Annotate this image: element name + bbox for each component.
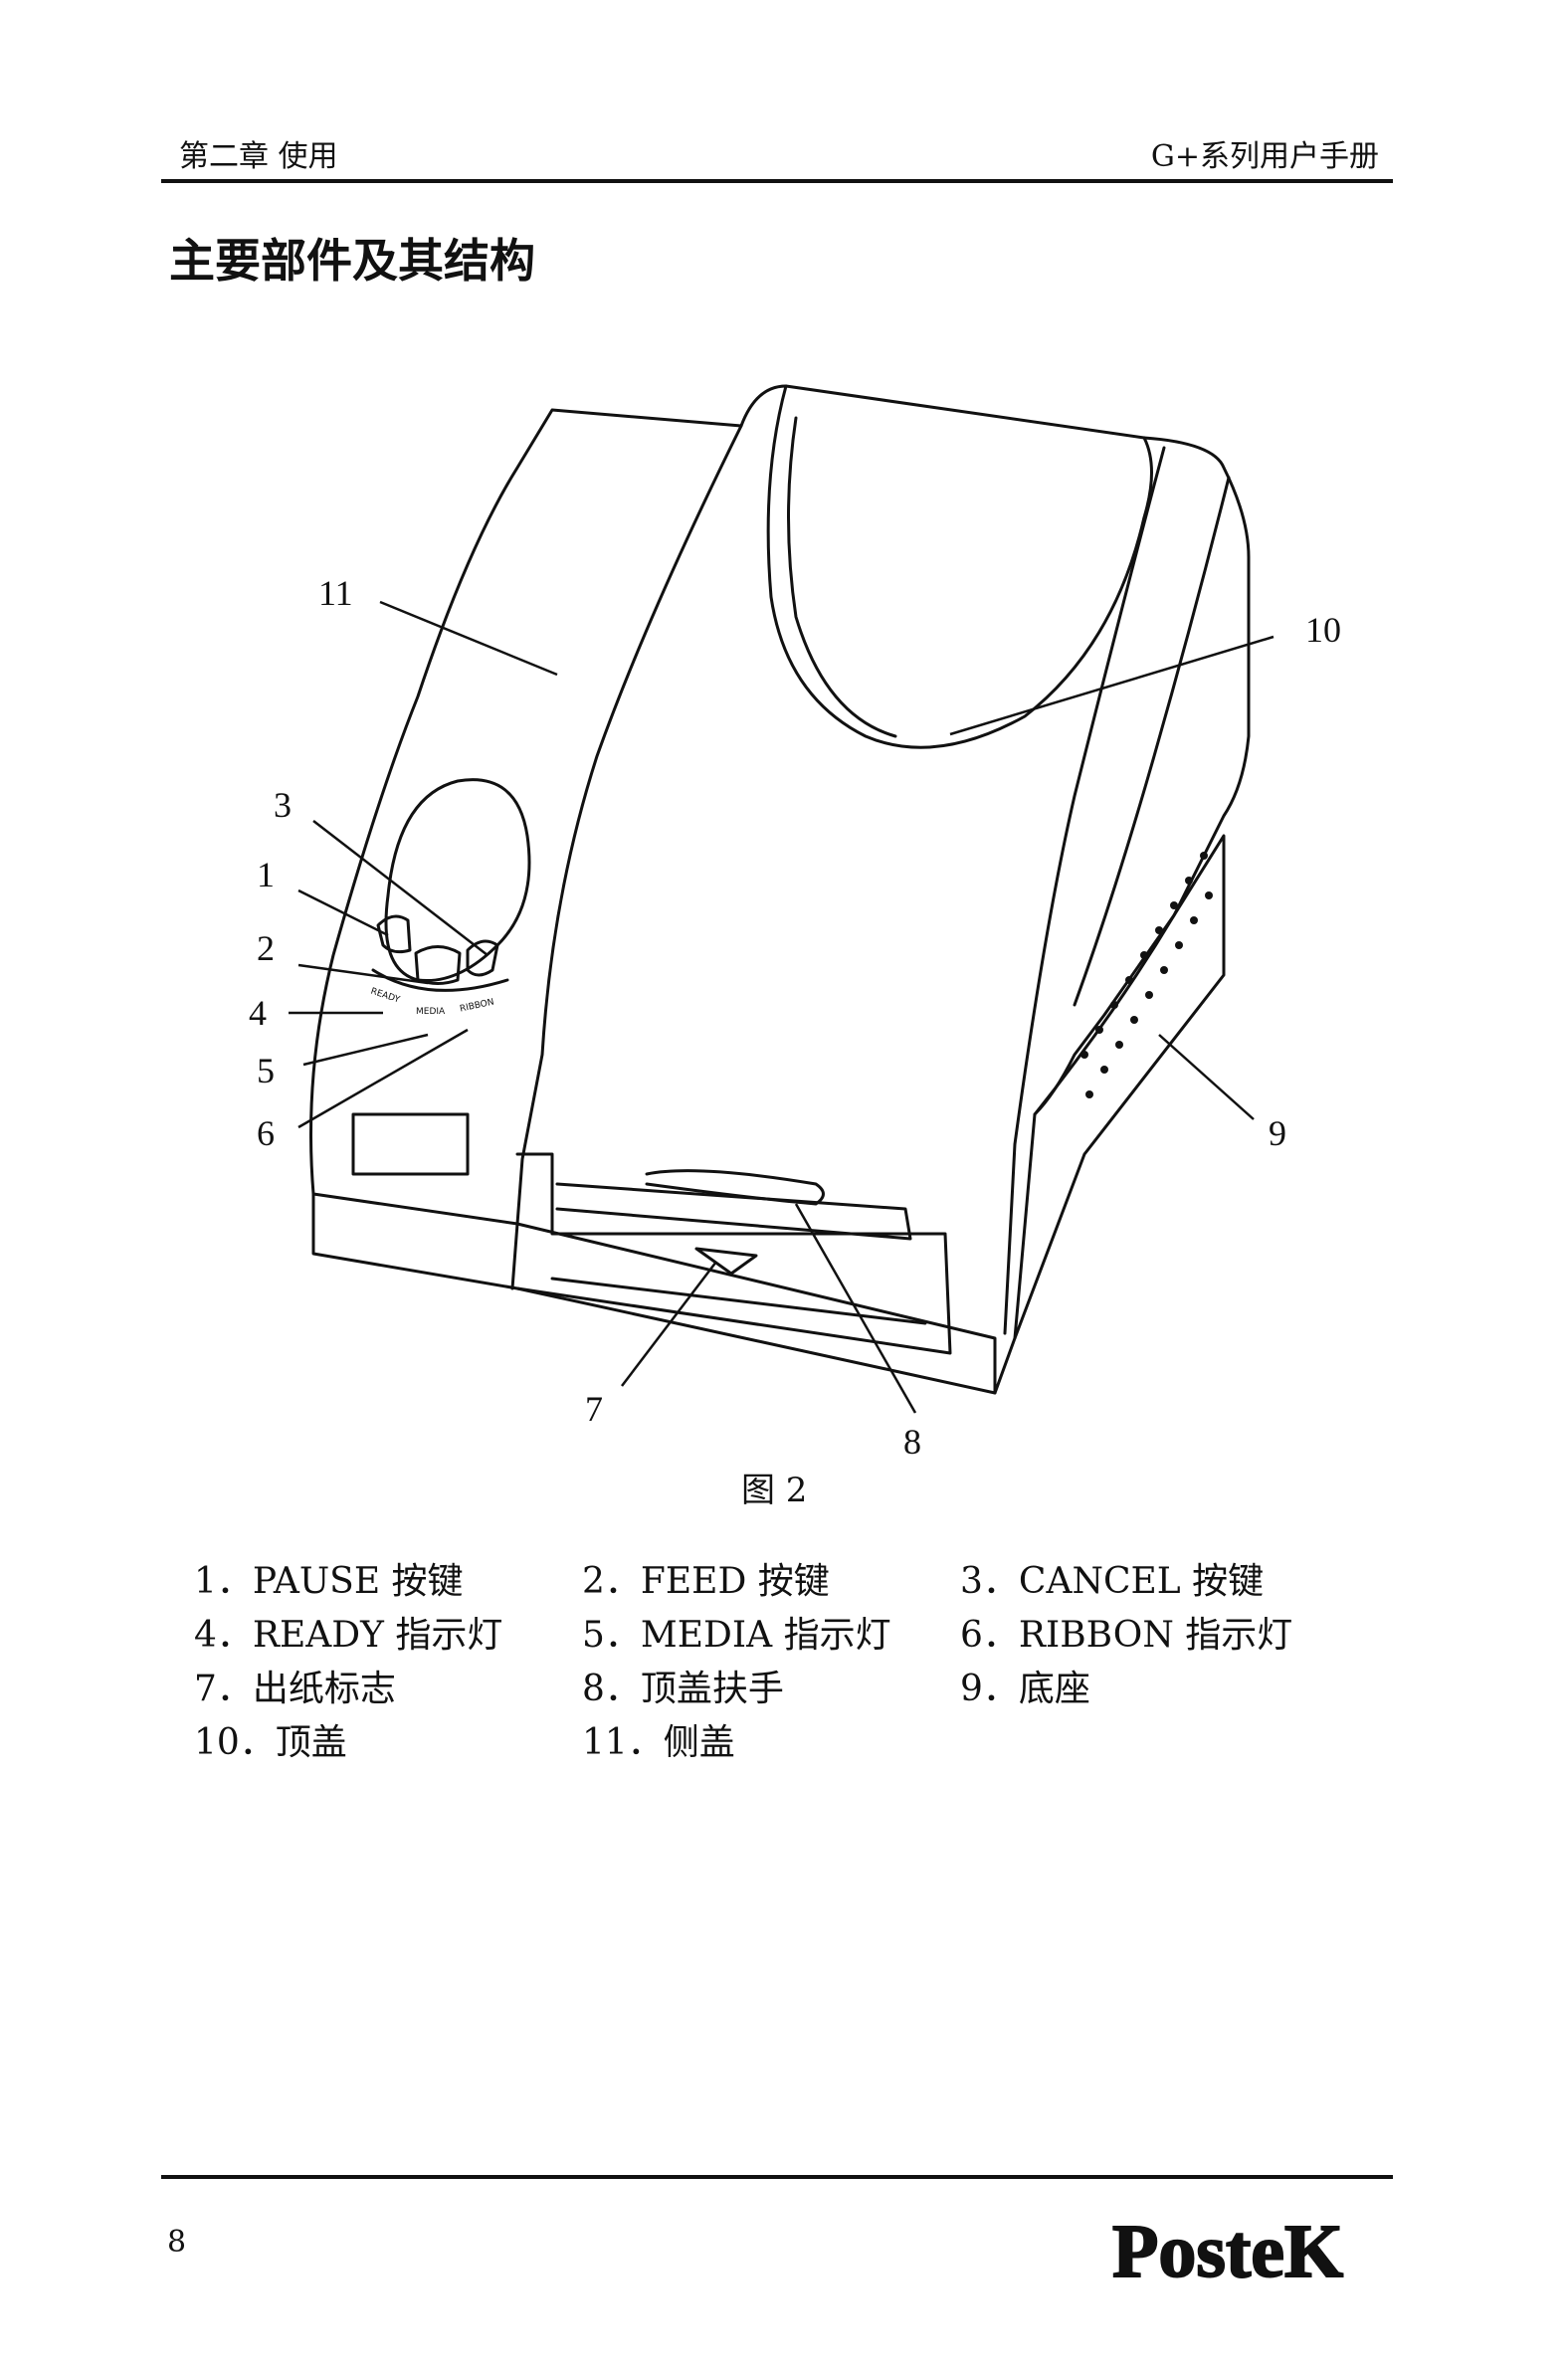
legend-item: 4．READY 指示灯 bbox=[194, 1615, 503, 1656]
legend-item: 8．顶盖扶手 bbox=[582, 1669, 784, 1709]
header-manual-title: G+系列用户手册 bbox=[1150, 139, 1379, 174]
top-cover-grip bbox=[645, 1169, 825, 1206]
parts-legend: 1．PAUSE 按键 2．FEED 按键 3．CANCEL 按键 4．READY… bbox=[194, 1552, 1388, 1767]
callout-10: 10 bbox=[1305, 610, 1341, 650]
legend-row: 1．PAUSE 按键 2．FEED 按键 3．CANCEL 按键 bbox=[194, 1552, 1388, 1606]
leader-5 bbox=[302, 1033, 429, 1067]
leader-10 bbox=[949, 635, 1274, 736]
legend-item: 1．PAUSE 按键 bbox=[194, 1561, 464, 1602]
cancel-button bbox=[466, 939, 499, 977]
legend-item: 10．顶盖 bbox=[194, 1722, 347, 1763]
printer-diagram bbox=[309, 384, 1251, 1395]
panel-label-media: MEDIA bbox=[416, 1007, 446, 1017]
footer-rule bbox=[161, 2175, 1393, 2179]
legend-row: 10．顶盖 11．侧盖 bbox=[194, 1713, 1388, 1767]
callout-11: 11 bbox=[318, 573, 353, 613]
legend-item: 7．出纸标志 bbox=[194, 1669, 396, 1709]
callout-leaders bbox=[289, 600, 1274, 1414]
header-rule bbox=[161, 179, 1393, 183]
callout-6: 6 bbox=[257, 1113, 275, 1153]
base-outline bbox=[311, 834, 1226, 1395]
legend-item: 11．侧盖 bbox=[582, 1722, 735, 1763]
callout-4: 4 bbox=[249, 993, 267, 1033]
header-chapter: 第二章 使用 bbox=[179, 139, 338, 174]
logo-text: PosteK bbox=[1112, 2210, 1343, 2293]
leader-1 bbox=[297, 888, 389, 937]
callout-9: 9 bbox=[1269, 1113, 1286, 1153]
section-title: 主要部件及其结构 bbox=[169, 234, 535, 288]
leader-3 bbox=[312, 820, 489, 956]
legend-item: 2．FEED 按键 bbox=[582, 1561, 830, 1602]
right-side-contour bbox=[1003, 446, 1166, 1335]
leader-8 bbox=[794, 1203, 917, 1414]
callout-2: 2 bbox=[257, 928, 275, 968]
side-cover-edge bbox=[510, 424, 743, 1290]
page-number: 8 bbox=[167, 2225, 187, 2260]
pause-button bbox=[376, 914, 412, 954]
leader-9 bbox=[1158, 1034, 1255, 1120]
exit-arrow-mark bbox=[694, 1247, 758, 1276]
display-window bbox=[351, 1112, 470, 1176]
callout-5: 5 bbox=[257, 1051, 275, 1090]
leader-6 bbox=[297, 1028, 469, 1129]
callout-8: 8 bbox=[903, 1422, 921, 1462]
callout-7: 7 bbox=[585, 1389, 603, 1429]
callout-3: 3 bbox=[274, 785, 292, 825]
callout-1: 1 bbox=[257, 855, 275, 894]
base-vent-holes bbox=[1080, 852, 1213, 1098]
control-panel-oval bbox=[384, 778, 531, 983]
postek-logo: PosteK bbox=[1111, 2209, 1344, 2294]
leader-7 bbox=[621, 1261, 717, 1387]
legend-item: 5．MEDIA 指示灯 bbox=[582, 1615, 891, 1656]
legend-row: 7．出纸标志 8．顶盖扶手 9．底座 bbox=[194, 1660, 1388, 1713]
legend-item: 6．RIBBON 指示灯 bbox=[960, 1615, 1293, 1656]
figure-caption: 图 2 bbox=[741, 1471, 808, 1510]
media-exit-frame bbox=[515, 1152, 952, 1355]
legend-item: 3．CANCEL 按键 bbox=[960, 1561, 1265, 1602]
leader-11 bbox=[379, 600, 558, 677]
leader-2 bbox=[297, 963, 429, 985]
legend-item: 9．底座 bbox=[960, 1669, 1090, 1709]
legend-row: 4．READY 指示灯 5．MEDIA 指示灯 6．RIBBON 指示灯 bbox=[194, 1606, 1388, 1660]
